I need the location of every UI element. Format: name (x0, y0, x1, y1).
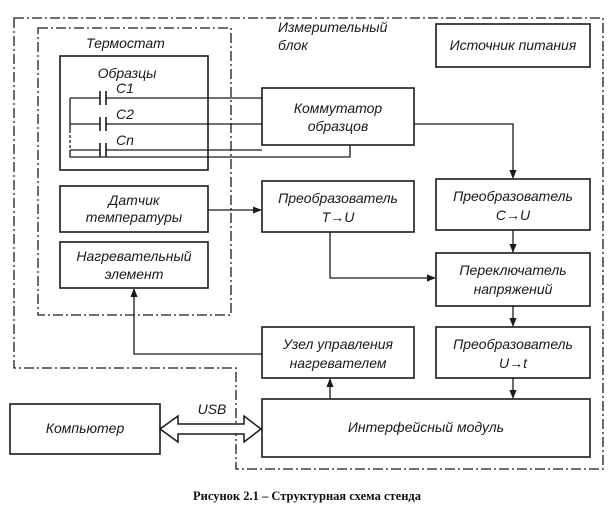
temperature-sensor-block (59, 185, 209, 233)
sample-switch-label: Коммутатор (294, 100, 383, 116)
arrow-control-to-heater (130, 288, 262, 355)
converter-cu-label-2: C→U (496, 207, 531, 223)
heater-control-label: Узел управления (282, 336, 394, 352)
thermostat-label: Термостат (86, 35, 165, 51)
arrow-tu-to-voltage-switch (329, 232, 436, 282)
interface-module-label: Интерфейсный модуль (348, 419, 504, 435)
capacitor-cn-label: Cn (116, 132, 134, 148)
heater-control-block (261, 326, 415, 379)
voltage-switch-block (435, 252, 591, 307)
temperature-sensor-label-2: температуры (86, 209, 183, 225)
samples-label: Образцы (98, 65, 158, 81)
interface-module-block (261, 398, 591, 458)
usb-label: USB (198, 401, 227, 417)
converter-ut-block (435, 326, 591, 379)
power-supply-block (435, 23, 591, 68)
samples-block (59, 55, 209, 171)
converter-tu-label: Преобразователь (278, 190, 398, 206)
temperature-sensor-label: Датчик (107, 192, 161, 208)
sample-switch-block (261, 87, 415, 146)
voltage-switch-label-2: напряжений (474, 281, 553, 297)
capacitor-cn (70, 143, 262, 157)
heater-element-label-2: элемент (105, 266, 164, 282)
figure-caption: Рисунок 2.1 – Структурная схема стенда (193, 489, 422, 503)
heater-element-label: Нагревательный (76, 248, 191, 264)
converter-cu-label: Преобразователь (453, 188, 573, 204)
capacitor-c2-label: C2 (116, 106, 134, 122)
measuring-block-boundary (13, 17, 604, 470)
sample-switch-label-2: образцов (308, 118, 369, 134)
converter-ut-label: Преобразователь (453, 336, 573, 352)
power-supply-label: Источник питания (450, 37, 577, 53)
voltage-switch-label: Переключатель (459, 262, 566, 278)
heater-control-label-2: нагревателем (290, 355, 387, 371)
converter-ut-label-2: U→t (499, 355, 528, 371)
computer-label: Компьютер (46, 420, 125, 436)
converter-tu-label-2: T→U (322, 209, 356, 225)
usb-link-arrow (158, 414, 263, 444)
converter-cu-block (435, 178, 591, 231)
arrow-switch-to-cu (414, 123, 517, 179)
capacitor-c2 (70, 117, 262, 131)
measuring-block-label-2: блок (278, 37, 309, 53)
samples-common-rail-bottom (69, 145, 351, 158)
capacitor-c1-label: C1 (116, 80, 134, 96)
converter-tu-block (261, 180, 415, 233)
measuring-block-label: Измерительный (278, 19, 388, 35)
heater-element-block (59, 241, 209, 289)
capacitor-c1 (70, 91, 262, 105)
